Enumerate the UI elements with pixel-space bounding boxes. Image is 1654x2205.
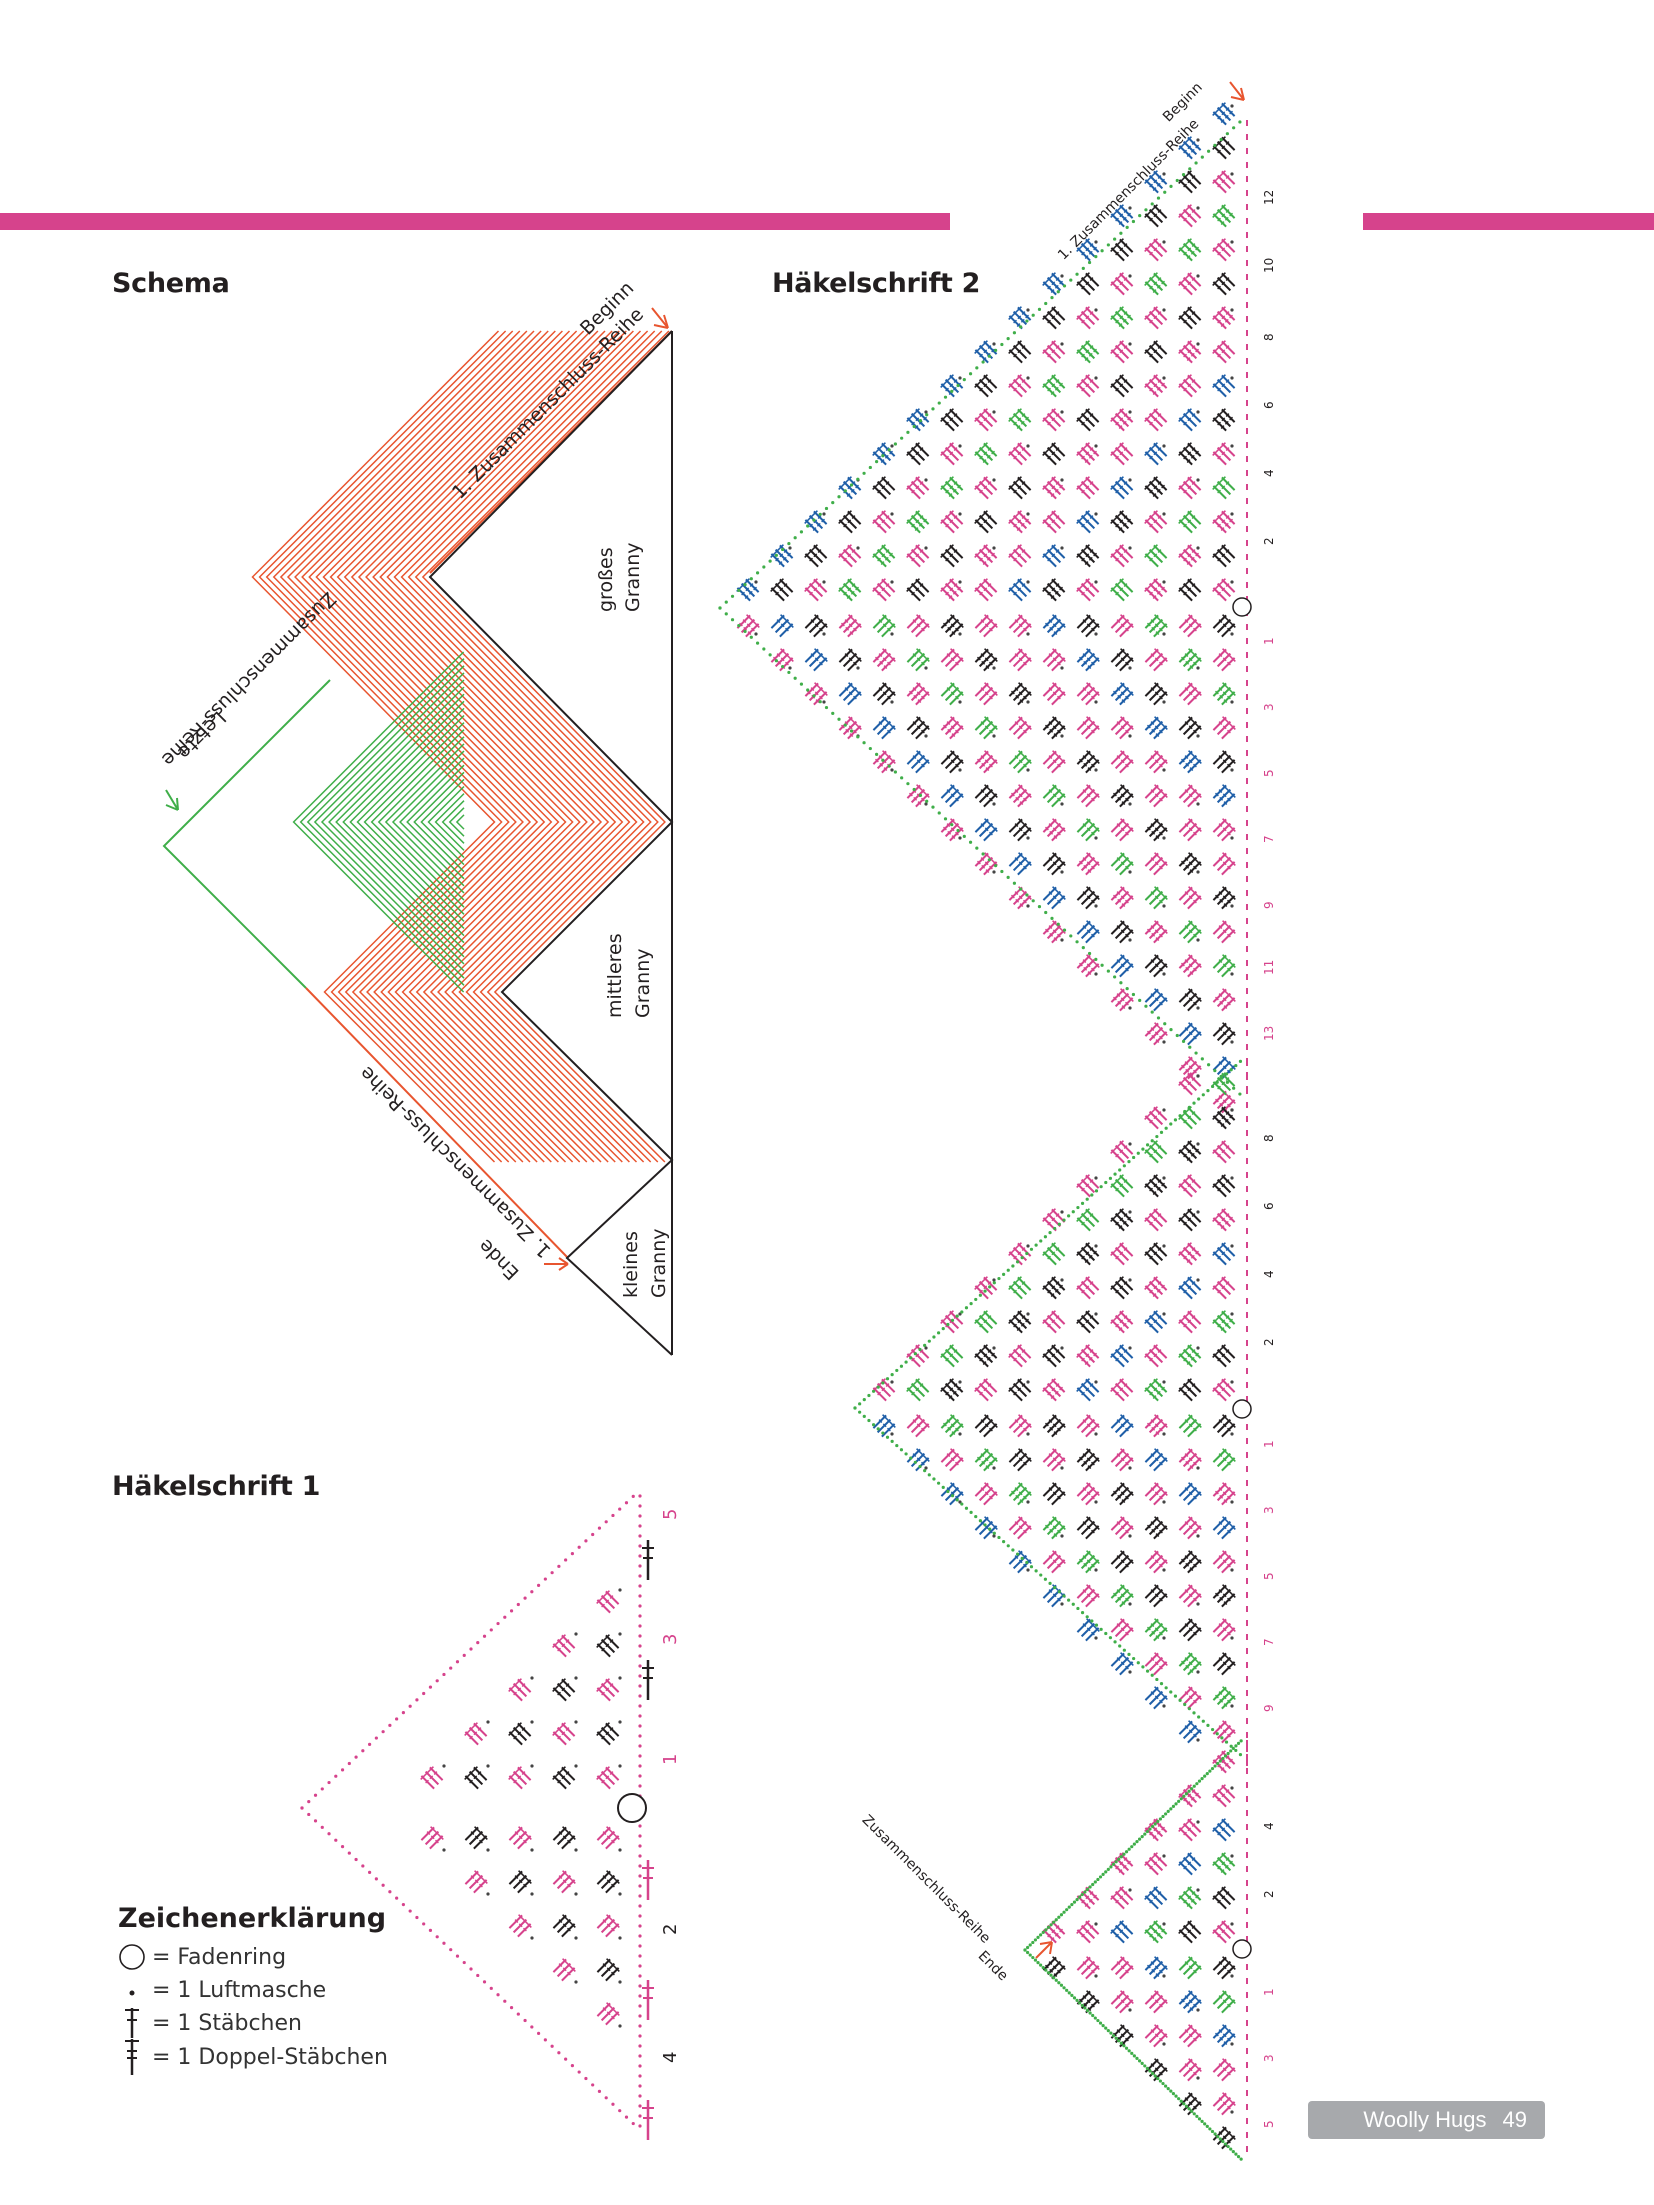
chart1-row-number: 2 <box>660 1923 681 1935</box>
chart1-heading: Häkelschrift 1 <box>112 1471 321 1502</box>
chart2-end-arrow <box>1035 1941 1053 1959</box>
header-bar-right <box>1363 213 1654 230</box>
treble-crochet-icon <box>112 2039 152 2075</box>
legend-item-dc: = 1 Stäbchen <box>112 2008 302 2038</box>
schema-stripes <box>162 330 673 1259</box>
legend-label-tr: = 1 Doppel-Stäbchen <box>152 2044 388 2070</box>
schema-heading: Schema <box>112 268 230 299</box>
legend-item-tr: = 1 Doppel-Stäbchen <box>112 2039 388 2075</box>
legend-item-ring: = Fadenring <box>112 1942 286 1972</box>
legend-title: Zeichenerklärung <box>118 1903 387 1934</box>
legend-label-dc: = 1 Stäbchen <box>152 2010 302 2036</box>
footer-title: Woolly Hugs <box>1363 2107 1487 2132</box>
chart2-chain-dots <box>718 104 1248 2161</box>
header-bar-left <box>0 213 950 230</box>
chart2-heading: Häkelschrift 2 <box>772 268 981 299</box>
chart1-stitches <box>420 1590 620 2026</box>
legend-item-chain: = 1 Luftmasche <box>112 1975 326 2005</box>
ring-icon <box>112 1942 152 1972</box>
chain-stitch-icon <box>112 1975 152 2005</box>
chart2-stitches <box>736 102 1236 2150</box>
schema-outline <box>428 330 674 1356</box>
double-crochet-icon <box>112 2008 152 2038</box>
chart2-small-ring-icon <box>1232 1939 1252 1959</box>
chart1-row-number: 3 <box>660 1633 681 1645</box>
page-footer: Woolly Hugs 49 <box>1308 2101 1545 2139</box>
legend-label-ring: = Fadenring <box>152 1944 287 1970</box>
chart2-start-arrow <box>1229 81 1245 101</box>
page-number: 49 <box>1502 2107 1527 2132</box>
chart1-ring-icon <box>617 1793 647 1823</box>
chart1-row-number: 1 <box>660 1753 681 1765</box>
chart1-row-number: 5 <box>660 1508 681 1520</box>
schema-arrows <box>165 307 669 1271</box>
chart1-chain-dots <box>300 1494 654 2140</box>
legend-label-chain: = 1 Luftmasche <box>152 1977 327 2003</box>
chart2-big-ring-icon <box>1232 597 1252 617</box>
chart1-row-number: 4 <box>660 2051 681 2063</box>
chart2-mid-ring-icon <box>1232 1399 1252 1419</box>
